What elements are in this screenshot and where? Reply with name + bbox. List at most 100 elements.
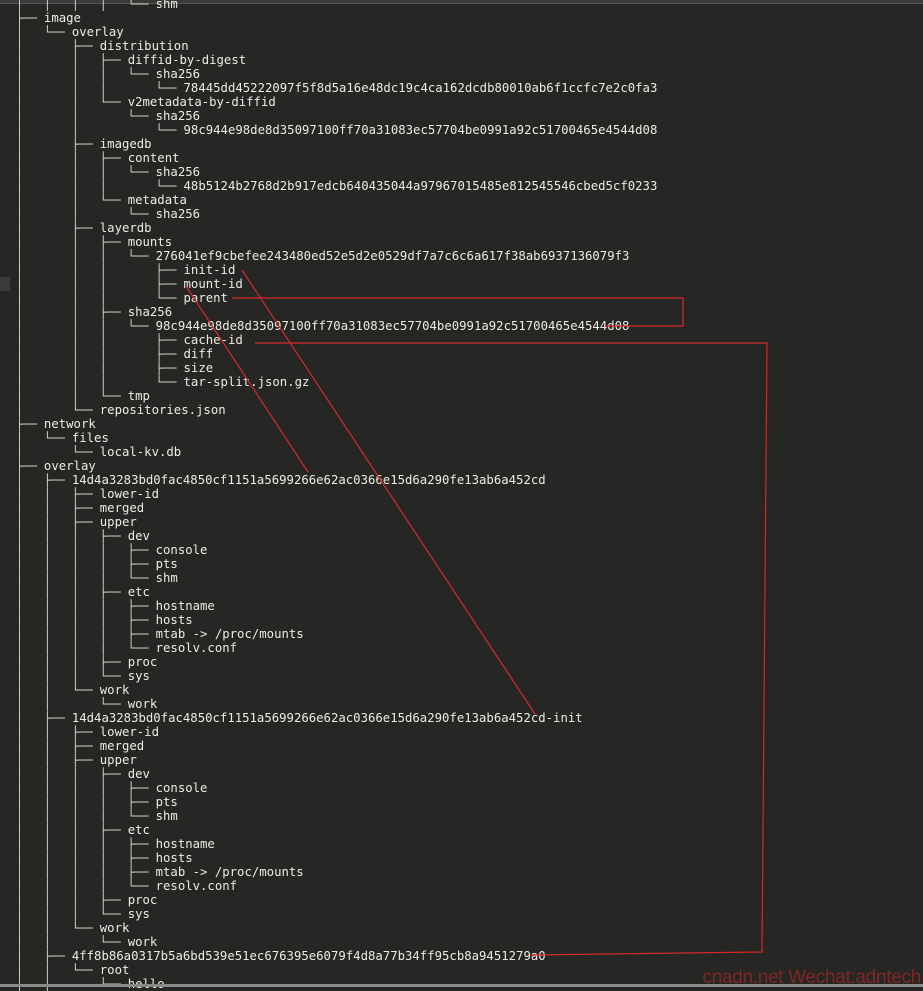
tree-entry-name: diffid-by-digest: [127, 53, 247, 67]
tree-entry: │ ├── 14d4a3283bd0fac4850cf1151a5699266e…: [16, 473, 657, 487]
tree-entry-name: size: [183, 361, 214, 375]
tree-branch: │ │ │ ├──: [16, 893, 128, 907]
tree-entry: │ │ │ │ ├── hosts: [16, 613, 657, 627]
tree-entry-name: dev: [127, 767, 150, 781]
tree-entry-name: sha256: [127, 305, 173, 319]
tree-branch: │ │ │ └──: [16, 907, 128, 921]
tree-entry: │ └── repositories.json: [16, 403, 657, 417]
tree-entry-name: resolv.conf: [155, 879, 238, 893]
tree-branch: │ │ │ │ └──: [16, 879, 156, 893]
tree-entry-name: console: [155, 781, 208, 795]
tree-branch: │ │ ├──: [16, 235, 128, 249]
tree-entry-name: mtab -> /proc/mounts: [155, 627, 304, 641]
tree-entry: │ │ │ ├── size: [16, 361, 657, 375]
tree-entry-name: distribution: [99, 39, 189, 53]
tree-entry: │ │ └── 98c944e98de8d35097100ff70a31083e…: [16, 123, 657, 137]
tree-branch: │ │ │ └──: [16, 67, 156, 81]
tree-entry: │ │ ├── upper: [16, 753, 657, 767]
tree-entry: │ │ ├── content: [16, 151, 657, 165]
tree-entry-name: merged: [99, 739, 145, 753]
tree-entry-name: etc: [127, 823, 150, 837]
tree-entry: │ │ │ └── 78445dd45222097f5f8d5a16e48dc1…: [16, 81, 657, 95]
tree-branch: │ │ │ └──: [16, 291, 184, 305]
tree-branch: │ │ └──: [16, 963, 100, 977]
tree-branch: │ │ │ ├──: [16, 823, 128, 837]
tree-entry: │ │ └── work: [16, 697, 657, 711]
tree-branch: │ │ │ │ ├──: [16, 557, 156, 571]
tree-entry: │ │ ├── merged: [16, 739, 657, 753]
tree-branch: │ └──: [16, 403, 100, 417]
tree-entry: │ ├── distribution: [16, 39, 657, 53]
tree-entry: │ │ ├── lower-id: [16, 487, 657, 501]
tree-branch: ├──: [16, 459, 44, 473]
tree-entry: │ │ └── v2metadata-by-diffid: [16, 95, 657, 109]
tree-entry: │ │ ├── upper: [16, 515, 657, 529]
tree-entry-name: root: [99, 963, 130, 977]
tree-entry-name: work: [127, 935, 158, 949]
tree-branch: │ │ ├──: [16, 151, 128, 165]
tree-entry: │ │ └── sha256: [16, 207, 657, 221]
tree-branch: │ │ │ └──: [16, 165, 156, 179]
tree-branch: │ │ │ ├──: [16, 277, 184, 291]
tree-entry-name: 48b5124b2768d2b917edcb640435044a97967015…: [183, 179, 658, 193]
tree-entry: │ │ │ │ └── shm: [16, 0, 657, 11]
tree-entry: │ ├── 14d4a3283bd0fac4850cf1151a5699266e…: [16, 711, 657, 725]
tree-entry-name: 98c944e98de8d35097100ff70a31083ec57704be…: [183, 123, 658, 137]
tree-branch: │ └──: [16, 445, 100, 459]
tree-branch: │ │ ├──: [16, 53, 128, 67]
tree-entry-name: 98c944e98de8d35097100ff70a31083ec57704be…: [155, 319, 630, 333]
tree-branch: │ │ │ ├──: [16, 361, 184, 375]
tree-branch: │ ├──: [16, 473, 72, 487]
tree-entry-name: metadata: [127, 193, 187, 207]
tree-entry-name: upper: [99, 515, 137, 529]
tree-entry: │ │ │ ├── diff: [16, 347, 657, 361]
annotation-mount-id-link: [185, 285, 309, 473]
annotation-parent-link: [232, 297, 684, 327]
tree-entry-name: shm: [155, 0, 178, 11]
tree-entry-name: sha256: [155, 109, 201, 123]
tree-branch: │ │ ├──: [16, 501, 100, 515]
tree-entry: │ │ │ └── 48b5124b2768d2b917edcb64043504…: [16, 179, 657, 193]
tree-branch: │ │ │ │ ├──: [16, 837, 156, 851]
tree-branch: │ │ │ │ ├──: [16, 851, 156, 865]
tree-entry: │ │ └── root: [16, 963, 657, 977]
tree-branch: │ │ └──: [16, 697, 128, 711]
tree-branch: │ ├──: [16, 137, 100, 151]
tree-entry-name: 276041ef9cbefee243480ed52e5d2e0529df7a7c…: [155, 249, 630, 263]
tree-entry: │ └── overlay: [16, 25, 657, 39]
tree-entry: │ │ │ ├── etc: [16, 585, 657, 599]
tree-entry-name: proc: [127, 655, 158, 669]
tree-entry: ├── image: [16, 11, 657, 25]
tree-entry: │ │ │ │ └── shm: [16, 571, 657, 585]
tree-entry: │ └── files: [16, 431, 657, 445]
tree-entry-name: imagedb: [99, 137, 152, 151]
tree-branch: │ └──: [16, 25, 72, 39]
tree-entry: │ │ └── metadata: [16, 193, 657, 207]
tree-branch: │ │ │ │ ├──: [16, 795, 156, 809]
tree-branch: │ │ ├──: [16, 305, 128, 319]
tree-branch: │ │ │ └──: [16, 375, 184, 389]
watermark: cnadn.net Wechat:adntech: [702, 967, 922, 988]
tree-entry-name: image: [43, 11, 81, 25]
tree-entry-name: work: [99, 921, 130, 935]
tree-entry: │ │ └── work: [16, 683, 657, 697]
tree-entry-name: proc: [127, 893, 158, 907]
tree-branch: ├──: [16, 11, 44, 25]
tree-branch: │ │ │ └──: [16, 179, 184, 193]
tree-entry: │ │ │ │ ├── console: [16, 781, 657, 795]
tree-entry-name: v2metadata-by-diffid: [127, 95, 276, 109]
tree-branch: │ │ └──: [16, 389, 128, 403]
tree-branch: │ │ │ └──: [16, 669, 128, 683]
tree-entry: │ │ │ │ ├── hosts: [16, 851, 657, 865]
tree-entry-name: 14d4a3283bd0fac4850cf1151a5699266e62ac03…: [71, 473, 546, 487]
tree-branch: │ │ │ └──: [16, 81, 184, 95]
tree-entry: │ │ │ │ ├── hostname: [16, 837, 657, 851]
tree-branch: │ │ └──: [16, 683, 100, 697]
tree-entry: │ │ │ ├── init-id: [16, 263, 657, 277]
tree-entry: │ │ ├── diffid-by-digest: [16, 53, 657, 67]
tree-branch: │ │ │ │ └──: [16, 0, 156, 11]
tree-entry-name: lower-id: [99, 487, 159, 501]
tree-entry: │ │ │ │ ├── hostname: [16, 599, 657, 613]
tree-branch: │ │ │ │ └──: [16, 571, 156, 585]
tree-entry: │ │ │ └── 276041ef9cbefee243480ed52e5d2e…: [16, 249, 657, 263]
